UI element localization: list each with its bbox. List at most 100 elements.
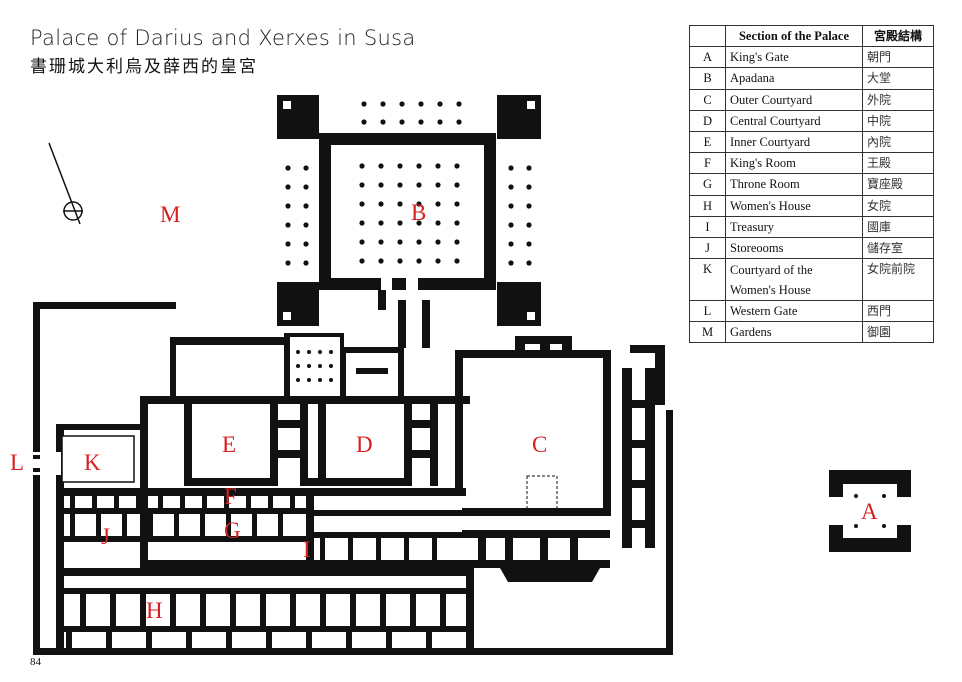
partition-wall: [202, 496, 207, 508]
partition-wall: [350, 594, 356, 626]
column-dot: [380, 101, 386, 107]
label-c: C: [532, 432, 547, 457]
partition-wall: [148, 514, 153, 536]
label-e: E: [222, 432, 236, 457]
column-dot: [526, 184, 532, 190]
partition-wall: [246, 496, 251, 508]
page-number: 84: [30, 656, 41, 668]
legend-section: Central Courtyard: [725, 109, 863, 132]
column-dot: [359, 182, 365, 188]
grid-dot: [318, 350, 322, 354]
column-dot: [416, 201, 422, 207]
column-dot: [508, 184, 514, 190]
column-dot: [416, 163, 422, 169]
legend-code: H: [689, 194, 726, 217]
legend-chinese: 御園: [862, 321, 934, 344]
label-b: B: [411, 200, 426, 225]
column-dot: [435, 220, 441, 226]
column-dot: [380, 119, 386, 125]
column-dot: [285, 222, 291, 228]
column-dot: [526, 203, 532, 209]
column-dot: [303, 260, 309, 266]
column-dot: [416, 258, 422, 264]
label-g: G: [224, 518, 241, 543]
column-dot: [397, 239, 403, 245]
column-dot: [378, 201, 384, 207]
column-dot: [359, 201, 365, 207]
column-dot: [378, 220, 384, 226]
partition-wall: [106, 632, 112, 648]
partition-wall: [432, 538, 437, 560]
column-dot: [508, 241, 514, 247]
column-dot: [378, 182, 384, 188]
partition-wall: [426, 632, 432, 648]
partition-wall: [180, 496, 185, 508]
legend-code: C: [689, 88, 726, 111]
legend-chinese: 寶座殿: [862, 173, 934, 196]
legend-chinese: 朝門: [862, 46, 934, 69]
legend-code: J: [689, 236, 726, 260]
column-dot: [361, 119, 367, 125]
legend-chinese: 中院: [862, 109, 934, 132]
legend-section: Women's House: [725, 194, 863, 217]
partition-wall: [186, 632, 192, 648]
column-dot: [526, 222, 532, 228]
label-l: L: [10, 450, 24, 475]
courtyard-c-inner-gate: [526, 475, 558, 511]
partition-wall: [440, 594, 446, 626]
legend-code: I: [689, 215, 726, 238]
partition-wall: [230, 594, 236, 626]
legend-section: Courtyard of the Women's House: [725, 258, 863, 302]
partition-wall: [260, 594, 266, 626]
column-dot: [397, 220, 403, 226]
courtyard-k: [61, 435, 135, 483]
map-subtitle-chinese: 書珊城大利烏及薛西的皇宮: [30, 57, 258, 77]
legend-section: Outer Courtyard: [725, 88, 863, 111]
column-dot: [397, 182, 403, 188]
label-h: H: [146, 598, 163, 623]
north-arrow-icon: [48, 142, 83, 225]
column-dot: [526, 165, 532, 171]
grid-dot: [307, 350, 311, 354]
legend-code: A: [689, 46, 726, 69]
legend-header-section: Section of the Palace: [725, 24, 863, 48]
column-dot: [416, 182, 422, 188]
label-a: A: [861, 499, 878, 524]
column-dot: [285, 241, 291, 247]
column-dot: [416, 239, 422, 245]
column-dot: [359, 258, 365, 264]
legend-chinese: 女院: [862, 194, 934, 217]
partition-wall: [226, 632, 232, 648]
column-dot: [508, 165, 514, 171]
partition-wall: [158, 496, 163, 508]
column-dot: [378, 239, 384, 245]
legend-header-chinese: 宮殿結構: [862, 24, 934, 48]
column-dot: [437, 119, 443, 125]
legend-code: G: [689, 173, 726, 196]
column-dot: [456, 119, 462, 125]
column-dot: [397, 163, 403, 169]
column-dot: [303, 165, 309, 171]
partition-wall: [252, 514, 257, 536]
column-dot: [454, 182, 460, 188]
partition-wall: [80, 594, 86, 626]
storage-room-grid: [296, 350, 333, 382]
legend-section: Gardens: [725, 321, 863, 344]
partition-wall: [96, 514, 101, 536]
partition-wall: [92, 496, 97, 508]
partition-wall: [226, 514, 231, 536]
grid-dot: [296, 364, 300, 368]
partition-wall: [266, 632, 272, 648]
partition-wall: [200, 594, 206, 626]
apadana-building: [277, 95, 541, 326]
column-dot: [285, 184, 291, 190]
